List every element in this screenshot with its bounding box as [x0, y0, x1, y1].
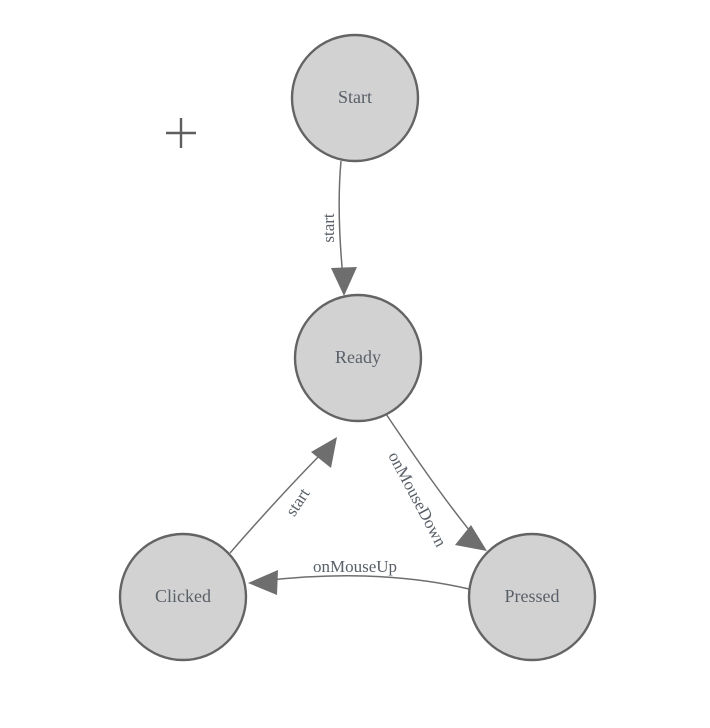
edge-ready-to-pressed[interactable]: onMouseDown [384, 413, 487, 551]
state-node-label: Ready [335, 347, 381, 367]
edge-label: start [319, 213, 338, 243]
state-node-label: Pressed [505, 586, 560, 606]
state-node-pressed[interactable]: Pressed [467, 532, 597, 662]
state-node-circle[interactable] [293, 293, 423, 423]
edge-clicked-to-ready[interactable]: start [229, 437, 337, 554]
edge-arrowhead-icon [455, 525, 487, 551]
state-node-clicked[interactable]: Clicked [118, 532, 248, 662]
edge-arrowhead-icon [311, 437, 337, 468]
edge-line [261, 575, 470, 590]
state-node-circle[interactable] [118, 532, 248, 662]
state-node-circle[interactable] [467, 532, 597, 662]
edge-pressed-to-clicked[interactable]: onMouseUp [248, 557, 470, 595]
edge-label: onMouseDown [384, 449, 450, 551]
crosshair-marker [166, 118, 196, 148]
state-node-ready[interactable]: Ready [293, 293, 423, 423]
state-node-circle[interactable] [290, 33, 420, 163]
state-node-label: Clicked [155, 586, 211, 606]
state-node-label: Start [338, 87, 372, 107]
edge-label: onMouseUp [313, 557, 397, 576]
edge-start-to-ready[interactable]: start [319, 160, 357, 296]
state-node-start[interactable]: Start [290, 33, 420, 163]
edge-arrowhead-icon [248, 570, 278, 595]
edge-line [229, 445, 330, 554]
edge-arrowhead-icon [331, 267, 357, 296]
